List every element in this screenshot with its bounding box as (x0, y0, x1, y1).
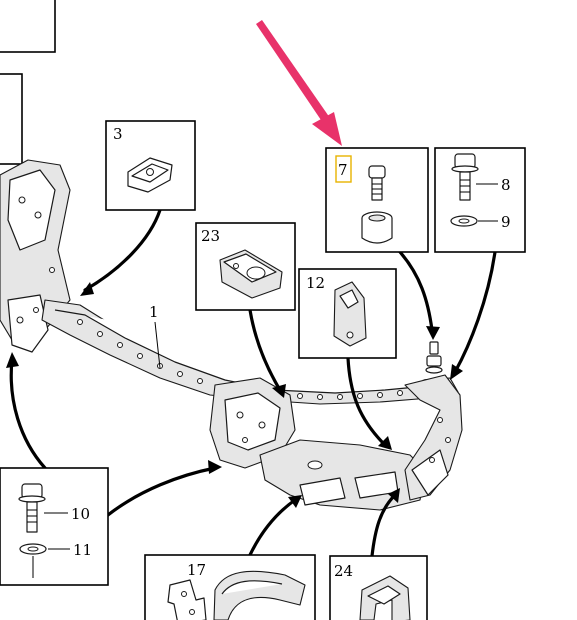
callout-box-part-23[interactable]: 23 (195, 222, 296, 311)
callout-box-part-8-9[interactable]: 8 9 (434, 147, 526, 253)
callout-box-part-3[interactable]: 3 (105, 120, 196, 211)
leader-part-3 (83, 208, 162, 292)
part-23-label: 23 (201, 227, 220, 245)
leader-part-7 (398, 250, 434, 332)
curved-support-icon (213, 570, 306, 620)
spacer-bushing-icon (361, 211, 393, 244)
callout-box-part-10-11[interactable]: 10 11 (0, 467, 109, 586)
mounting-plate-icon (219, 249, 283, 299)
washer-icon-part-11 (19, 543, 47, 555)
callout-box-part-7[interactable]: 7 (325, 147, 429, 253)
installed-bolt-and-spacer[interactable] (425, 341, 443, 374)
clip-nut-icon (127, 157, 173, 193)
part-7-label: 7 (338, 161, 348, 179)
selected-label-highlight (335, 155, 352, 183)
part-3-label: 3 (113, 125, 123, 143)
leader-part-17 (248, 498, 297, 557)
part-9-label: 9 (501, 213, 511, 231)
part-11-label: 11 (73, 541, 92, 559)
callout-box-part-12[interactable]: 12 (298, 268, 397, 359)
support-bracket-icon (333, 281, 367, 347)
leader-left-to-part-10 (9, 358, 47, 470)
lower-tray (259, 439, 426, 511)
cropped-callout-box-left (0, 73, 23, 165)
part-17-label: 17 (187, 561, 206, 579)
part-1-leader-line (154, 321, 161, 369)
bolt-icon (368, 165, 386, 201)
callout-box-part-24[interactable]: 24 (329, 555, 428, 620)
leader-part-23 (248, 308, 282, 392)
leader-arrows (6, 208, 497, 558)
channel-bracket-icon (359, 575, 411, 620)
part-8-label: 8 (501, 176, 511, 194)
leader-part-10-11 (106, 466, 217, 517)
cropped-callout-box-top-left (0, 0, 56, 53)
small-bracket-icon (167, 579, 207, 620)
callout-box-part-17[interactable]: 17 (144, 554, 316, 620)
flange-bolt-icon (451, 153, 479, 201)
part-10-label: 10 (71, 505, 90, 523)
flange-bolt-icon-part-10 (18, 483, 46, 533)
highlight-pointer-arrow (256, 20, 342, 146)
tray-slot-left (299, 477, 346, 506)
right-lower-gusset (411, 449, 449, 496)
left-lower-mount (7, 294, 49, 353)
leader-part-8-9 (453, 250, 497, 374)
part-1-label: 1 (149, 303, 159, 321)
crossmember-holes (77, 319, 403, 400)
part-12-label: 12 (306, 274, 325, 292)
leader-part-12 (346, 356, 387, 447)
left-tower-upper-plate (7, 169, 56, 251)
part-24-label: 24 (334, 562, 353, 580)
washer-icon-part-9 (450, 215, 478, 227)
center-mount-plate (224, 392, 281, 451)
leader-part-24 (370, 493, 397, 558)
